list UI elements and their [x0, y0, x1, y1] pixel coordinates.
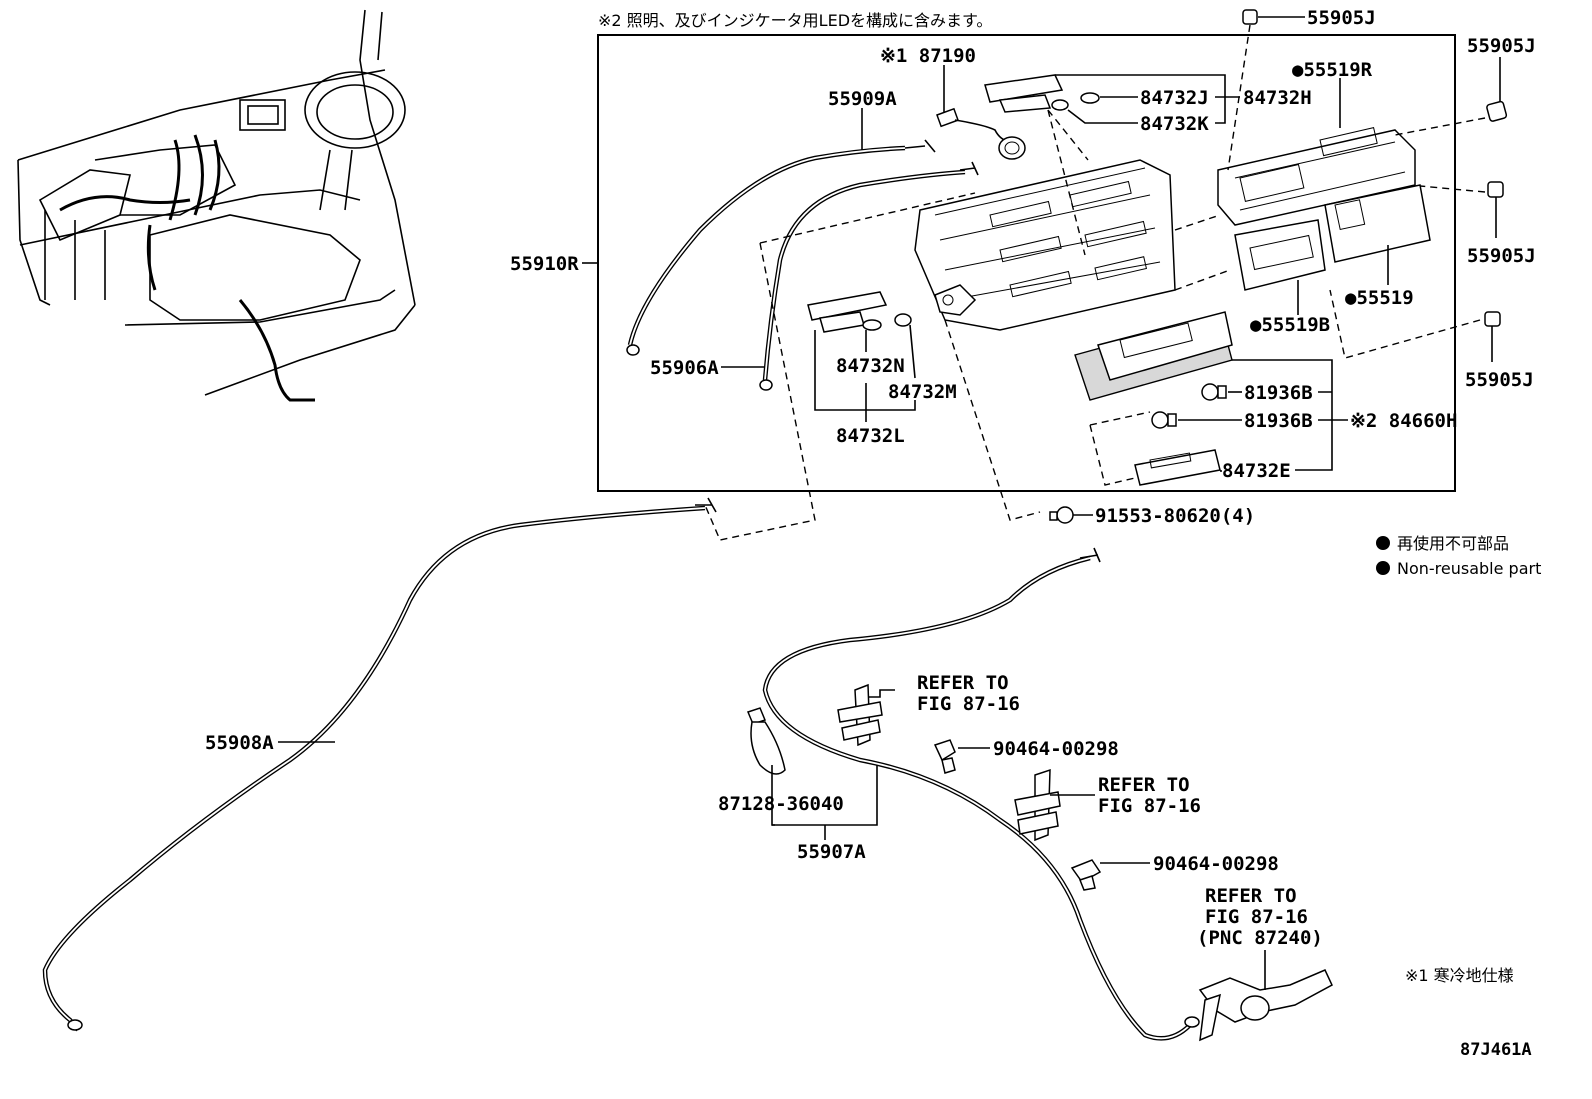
- clip-90464-1: [933, 739, 956, 774]
- label-84732m: 84732M: [888, 381, 957, 403]
- legend-dot-jp: [1376, 536, 1390, 550]
- label-55905j-top: 55905J: [1307, 7, 1376, 29]
- combination-switch: [1198, 969, 1333, 1042]
- figure-id: 87J461A: [1460, 1040, 1532, 1060]
- label-84660h: ※2 84660H: [1350, 410, 1457, 432]
- header-note: ※2 照明、及びインジケータ用LEDを構成に含みます。: [598, 11, 992, 30]
- label-84732k: 84732K: [1140, 113, 1209, 135]
- label-55905j-r2: 55905J: [1467, 245, 1536, 267]
- label-90464-2: 90464-00298: [1153, 853, 1279, 875]
- label-84732h: 84732H: [1243, 87, 1312, 109]
- legend-en: Non-reusable part: [1397, 559, 1541, 578]
- cable-55908a: [42, 505, 706, 1032]
- refer3-line3: (PNC 87240): [1197, 927, 1323, 949]
- board-84660h: [1074, 311, 1233, 486]
- label-84732n: 84732N: [836, 355, 905, 377]
- clamp-2: [1014, 768, 1061, 842]
- knob-55905j-3: [1484, 311, 1501, 327]
- label-55519b: ●55519B: [1250, 314, 1330, 336]
- connector-84732l: [807, 291, 912, 333]
- refer3-line2: FIG 87-16: [1205, 906, 1308, 928]
- refer1-line1: REFER TO: [917, 672, 1009, 694]
- panel-55519b: [1234, 219, 1326, 291]
- clip-90464-2: [1070, 859, 1102, 891]
- label-55907a: 55907A: [797, 841, 866, 863]
- label-55519r: ●55519R: [1292, 59, 1373, 81]
- label-55905j-r1: 55905J: [1467, 35, 1536, 57]
- knob-55905j-top: [1242, 9, 1258, 25]
- label-55910r: 55910R: [510, 253, 579, 275]
- panel-55519r: [1217, 127, 1416, 226]
- sensor-87190: [936, 107, 1026, 160]
- refer1-line2: FIG 87-16: [917, 693, 1020, 715]
- label-81936b-2: 81936B: [1244, 410, 1313, 432]
- knob-55905j-1: [1486, 100, 1508, 122]
- refer2-line1: REFER TO: [1098, 774, 1190, 796]
- label-84732l: 84732L: [836, 425, 905, 447]
- label-84732j: 84732J: [1140, 87, 1209, 109]
- label-55906a: 55906A: [650, 357, 719, 379]
- clamp-1: [837, 683, 883, 747]
- refer3-line1: REFER TO: [1205, 885, 1297, 907]
- screw-91553: [1049, 506, 1074, 524]
- label-84732e: 84732E: [1222, 460, 1291, 482]
- label-55519: ●55519: [1345, 287, 1414, 309]
- label-55908a: 55908A: [205, 732, 274, 754]
- dashboard-illustration: [17, 9, 416, 402]
- panel-55519: [1324, 184, 1431, 263]
- label-91553: 91553-80620(4): [1095, 505, 1255, 527]
- control-head-assembly: [914, 159, 1176, 331]
- footnote-cold-region: ※1 寒冷地仕様: [1405, 966, 1514, 985]
- label-55905j-r3: 55905J: [1465, 369, 1534, 391]
- legend-dot-en: [1376, 561, 1390, 575]
- label-87190: ※1 87190: [880, 45, 976, 67]
- knob-55905j-2: [1487, 181, 1504, 198]
- label-81936b-1: 81936B: [1244, 382, 1313, 404]
- label-87128: 87128-36040: [718, 793, 844, 815]
- connector-84732j: [984, 74, 1100, 113]
- refer2-line2: FIG 87-16: [1098, 795, 1201, 817]
- legend-jp: 再使用不可部品: [1397, 534, 1509, 553]
- label-55909a: 55909A: [828, 88, 897, 110]
- sensor-87128: [746, 707, 786, 775]
- label-90464-1: 90464-00298: [993, 738, 1119, 760]
